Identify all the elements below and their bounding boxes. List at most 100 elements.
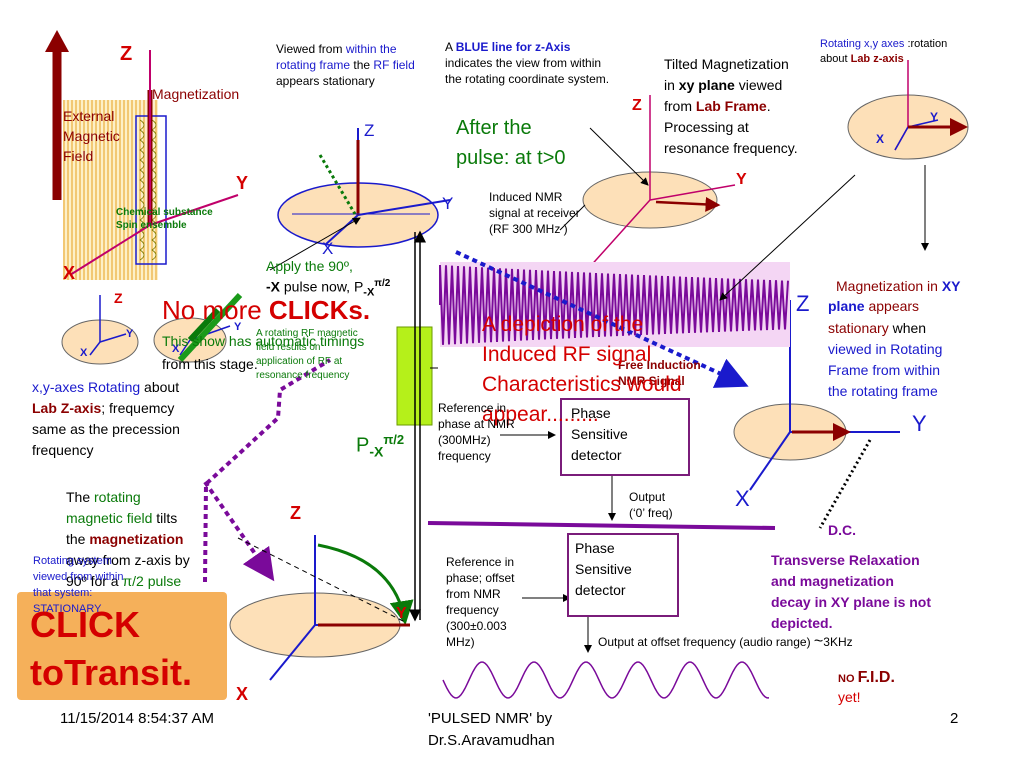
y-small-label-2: Y [234,321,242,333]
y-r2-label: Y [912,411,927,436]
mxy-note-1: Magnetization in XY [836,278,961,294]
psd2-line3: detector [575,582,626,598]
mxy-note-5: Frame from within [828,362,941,378]
chemical-substance-label: Chemical substance [116,207,213,218]
mxy-note-4: viewed in Rotating [828,341,943,357]
y-top-right-label: Y [930,110,939,124]
no-fid-label: NO F.I.D. [838,669,895,686]
rotating-axes-note-1: Rotating x,y axes :rotation [820,38,948,50]
output-2-label: Output at offset frequency (audio range)… [598,633,853,650]
z-right-label: Z [632,97,642,114]
reference-1-line4: frequency [438,449,491,463]
z-bottom-label: Z [290,503,301,523]
rmf-note-4: away from z-axis by [66,552,190,568]
mxy-note-6: the rotating frame [828,383,938,399]
x-small-label: X [80,347,88,359]
z-axis-label: Z [120,43,133,65]
reference-2-line5: (300±0.003 [446,619,507,633]
psd2-line1: Phase [575,540,615,556]
mxy-note-3: stationary when [828,320,927,336]
psd1-line3: detector [571,447,622,463]
depiction-line3: Characteristics would [482,373,682,396]
x-r2-label: X [735,486,750,511]
slide-date: 11/15/2014 8:54:37 AM [60,710,215,727]
y-mid-label: Y [442,194,454,213]
depiction-line1: A depiction of the [482,313,644,336]
psd2-line2: Sensitive [575,561,632,577]
magnetization-label: Magnetization [152,86,240,102]
rotating-system-note-3: that system: [33,587,93,599]
reference-2-line2: phase; offset [446,571,515,585]
xy-rotating-note-4: frequency [32,442,94,458]
tilted-note-1: Tilted Magnetization [664,56,789,72]
reference-2-line3: from NMR [446,587,501,601]
tilted-note-2: in xy plane viewed [664,77,783,93]
xy-rotating-note-2: Lab Z-axis; frequemcy [32,400,175,416]
x-top-right-label: X [876,132,885,146]
transverse-note-2: and magnetization [771,573,894,589]
apply-pulse-line1: Apply the 90º, [266,258,353,274]
no-fid-yet: yet! [838,689,861,705]
induced-note-2: signal at receiver [489,206,580,220]
dc-output-line [427,521,776,530]
transverse-note-1: Transverse Relaxation [771,552,920,568]
rmf-note-3: the magnetization [66,531,184,547]
after-pulse-line2: pulse: at t>0 [456,147,566,169]
x-bottom-label: X [236,684,249,704]
automatic-timings-line1: This show has automatic timings [162,333,365,349]
xy-rotating-note-3: same as the precession [32,421,180,437]
x-axis-label: X [63,263,76,283]
apply-pulse-line2: -X pulse now, P-Xπ/2 [266,278,391,299]
rf-field-note-3: application of RF at [256,356,343,367]
to-transit-label: toTransit. [30,652,193,693]
y-bottom-label: Y [396,605,407,622]
y-axis-label: Y [236,173,249,193]
slide-number: 2 [950,710,959,727]
external-field-label-1: External [63,108,115,124]
external-field-label-3: Field [63,148,94,164]
mxy-note-2: plane appears [828,298,920,314]
external-field-label-2: Magnetic [63,128,120,144]
reference-2-line4: frequency [446,603,499,617]
footer-line1: 'PULSED NMR' by [428,710,553,727]
y-right-label: Y [736,171,747,188]
dc-label: D.C. [828,522,856,538]
induced-note-3: (RF 300 MHz ) [489,222,568,236]
induced-note-1: Induced NMR [489,190,563,204]
rf-field-note-1: A rotating RF magnetic [256,328,358,339]
psd1-line2: Sensitive [571,426,628,442]
y-small-label: Y [126,328,134,340]
blue-dotted-arrow [455,250,749,388]
x-small-label-2: X [172,343,180,355]
tilted-note-3: from Lab Frame. [664,98,771,114]
audio-output-wave [442,661,769,699]
purple-dotted-arrow [203,358,332,583]
output-1-line1: Output [629,490,666,504]
transverse-note-4: depicted. [771,615,833,631]
rotating-system-note-1: Rotating system [33,555,112,567]
psd1-line1: Phase [571,405,611,421]
z-r2-label: Z [796,291,810,316]
viewed-note-line1: Viewed from within the [276,42,397,56]
footer-line2: Dr.S.Aravamudhan [428,732,555,749]
phase-detector-2 [567,533,679,617]
automatic-timings-line2: from this stage. [162,356,258,372]
pulse-label: P-Xπ/2 [356,432,405,460]
z-small-label: Z [114,290,123,306]
viewed-note-line3: appears stationary [276,74,375,88]
no-more-clicks: No more CLICKs. [162,295,371,325]
output-1-line2: (‘0’ freq) [629,506,673,520]
xy-rotating-note-1: x,y-axes Rotating about [32,379,180,395]
rmf-note-5: 90º for a π/2 pulse [66,573,182,589]
rotating-axes-note-2: about Lab z-axis [820,53,904,65]
reference-2-line1: Reference in [446,555,515,569]
tilted-note-4: Processing at [664,119,749,135]
click-to-transit-button[interactable] [17,592,227,700]
rf-field-note-2: field results on [256,342,321,353]
rotating-system-note-4: STATIONARY [33,603,102,615]
reference-2-line6: MHz) [446,635,475,649]
viewed-note-line2: rotating frame the RF field [276,58,415,72]
z-mid-label: Z [364,121,375,140]
rf-field-note-4: resonance frequency [256,370,350,381]
